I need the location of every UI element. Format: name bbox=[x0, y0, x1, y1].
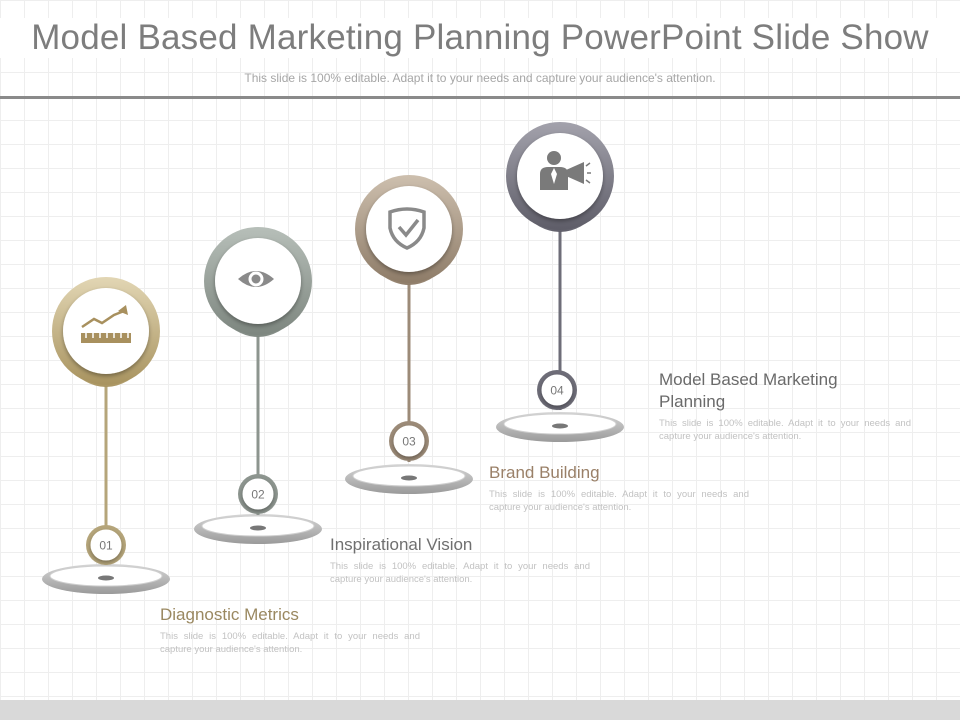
step-3-text: Brand Building This slide is 100% editab… bbox=[489, 462, 749, 514]
title-divider bbox=[0, 96, 960, 99]
step-2-description: This slide is 100% editable. Adapt it to… bbox=[330, 561, 590, 585]
step-1-icon-circle bbox=[63, 288, 149, 374]
step-4-title: Model Based Marketing Planning bbox=[659, 370, 838, 411]
step-4-text: Model Based Marketing Planning This slid… bbox=[659, 369, 911, 443]
step-1-description: This slide is 100% editable. Adapt it to… bbox=[160, 631, 420, 655]
step-3-number: 03 bbox=[402, 435, 416, 449]
businessman-megaphone-icon bbox=[540, 151, 591, 190]
step-1-title: Diagnostic Metrics bbox=[160, 605, 299, 624]
step-3-title: Brand Building bbox=[489, 463, 600, 482]
step-1-number: 01 bbox=[99, 539, 113, 553]
step-2-marker: 02 bbox=[194, 227, 322, 544]
step-1-text: Diagnostic Metrics This slide is 100% ed… bbox=[160, 604, 420, 656]
shield-check-icon bbox=[388, 207, 426, 250]
footer-bar bbox=[0, 700, 960, 720]
step-2-number: 02 bbox=[251, 488, 265, 502]
step-2-title: Inspirational Vision bbox=[330, 535, 473, 554]
step-4-marker: 04 bbox=[496, 122, 624, 442]
step-2-text: Inspirational Vision This slide is 100% … bbox=[330, 534, 590, 586]
step-4-number: 04 bbox=[550, 384, 564, 398]
slide-subtitle: This slide is 100% editable. Adapt it to… bbox=[244, 71, 716, 85]
slide-title: Model Based Marketing Planning PowerPoin… bbox=[0, 18, 960, 58]
step-3-description: This slide is 100% editable. Adapt it to… bbox=[489, 489, 749, 513]
growth-chart-icon bbox=[81, 305, 131, 343]
step-3-marker: 03 bbox=[345, 175, 473, 494]
eye-icon bbox=[238, 271, 274, 287]
step-1-marker: 01 bbox=[42, 277, 170, 594]
step-4-description: This slide is 100% editable. Adapt it to… bbox=[659, 418, 911, 442]
